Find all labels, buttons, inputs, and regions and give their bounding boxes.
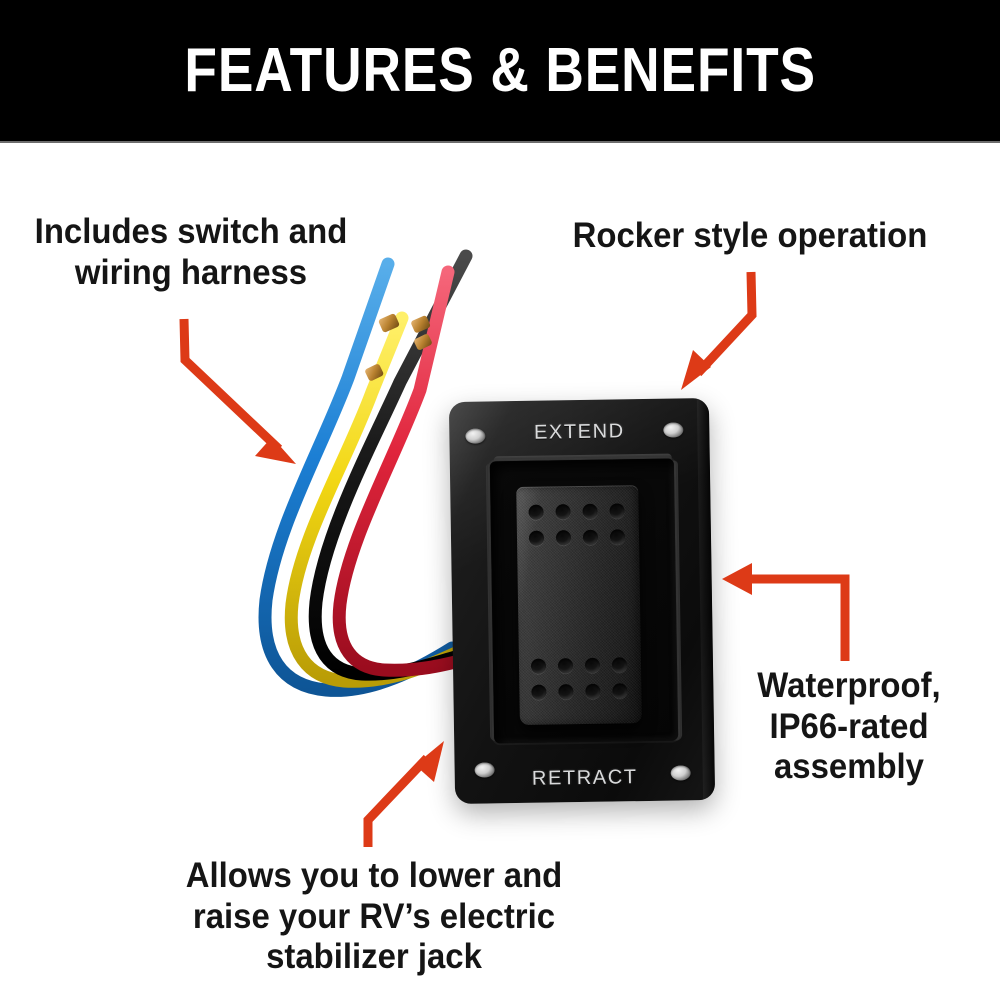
header-divider [0,141,1000,143]
crimp-connectors [365,313,432,381]
red-wire [332,265,479,677]
arrow-to-panel-assembly [722,563,850,661]
arrow-to-rocker-switch [681,271,757,390]
arrow-to-panel-bottom [363,741,444,847]
callout-label-includes-switch-and-wiring-harness: Includes switch and wiring harness [34,212,348,292]
header-banner: FEATURES & BENEFITS [0,0,1000,141]
callout-label-rocker-style-operation: Rocker style operation [572,216,928,255]
page-title: FEATURES & BENEFITS [184,35,816,105]
arrow-to-wiring-harness [179,318,296,464]
wiring-harness [258,249,479,697]
callout-label-allows-you-to-lower-and-raise-rv-electric-stabilizer-jack: Allows you to lower and raise your RV’s … [185,856,563,977]
callout-label-waterproof-ip66-rated-assembly: Waterproof, IP66-rated assembly [757,666,941,787]
